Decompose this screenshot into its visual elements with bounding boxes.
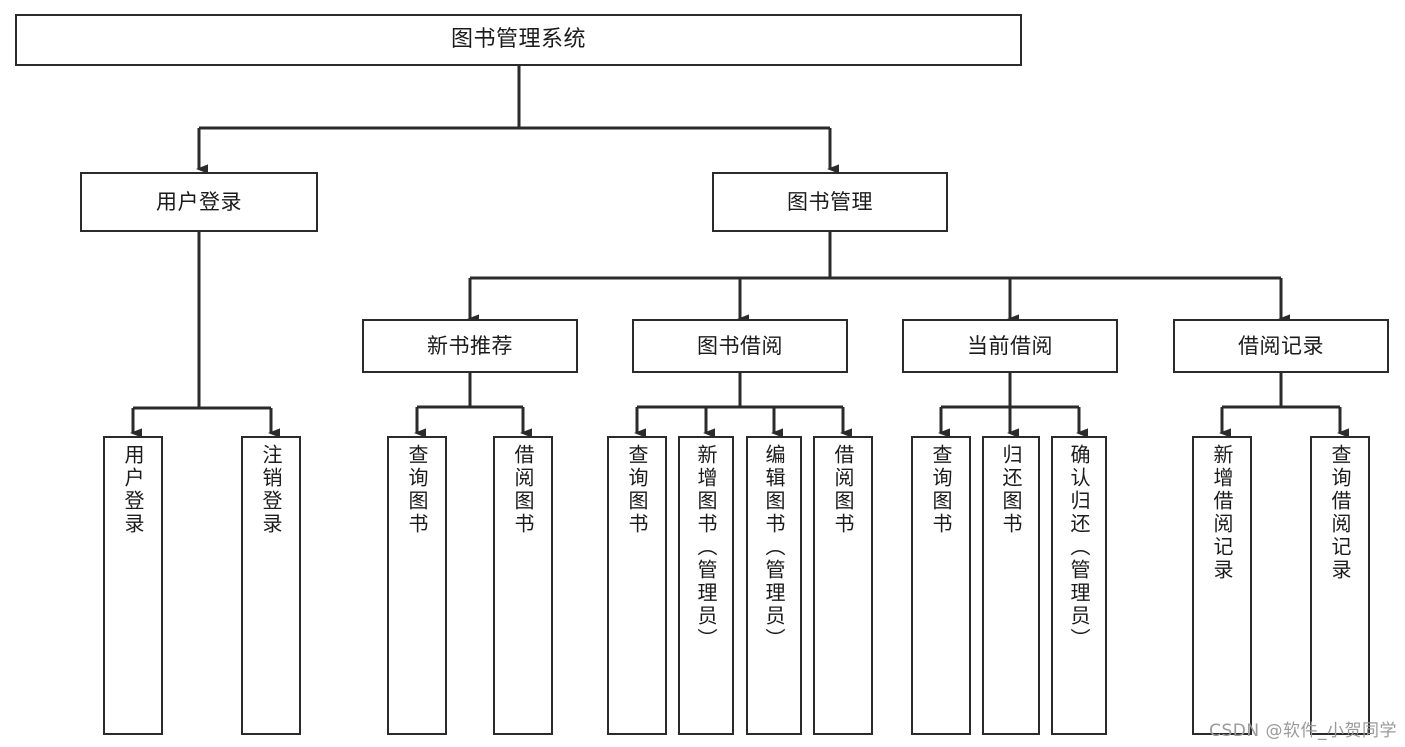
node-label: 确认归还（管理员） <box>1067 444 1091 651</box>
node-root-book-management-system[interactable]: 图书管理系统 <box>15 14 1022 66</box>
node-leaf-query-book-1[interactable]: 查询图书 <box>387 436 447 735</box>
node-label: 新增图书（管理员） <box>694 444 718 651</box>
node-new-book-recommend[interactable]: 新书推荐 <box>362 319 578 373</box>
node-book-management[interactable]: 图书管理 <box>712 172 948 232</box>
node-user-login[interactable]: 用户登录 <box>80 172 318 232</box>
node-label: 借阅图书 <box>831 444 855 536</box>
node-label: 借阅图书 <box>511 444 535 536</box>
node-current-borrow[interactable]: 当前借阅 <box>902 319 1118 373</box>
node-leaf-logout[interactable]: 注销登录 <box>241 436 301 735</box>
node-leaf-borrow-book-2[interactable]: 借阅图书 <box>813 436 873 735</box>
node-label: 新书推荐 <box>427 333 513 358</box>
node-label: 查询图书 <box>929 444 953 536</box>
node-leaf-query-book-2[interactable]: 查询图书 <box>607 436 667 735</box>
node-label: 图书管理 <box>787 189 873 214</box>
node-leaf-confirm-return[interactable]: 确认归还（管理员） <box>1051 436 1107 735</box>
node-leaf-return-book[interactable]: 归还图书 <box>982 436 1040 735</box>
node-label: 新增借阅记录 <box>1210 444 1234 582</box>
node-label: 借阅记录 <box>1238 333 1324 358</box>
node-leaf-query-book-3[interactable]: 查询图书 <box>911 436 971 735</box>
node-borrow-record[interactable]: 借阅记录 <box>1173 319 1389 373</box>
node-label: 查询借阅记录 <box>1328 444 1352 582</box>
node-label: 用户登录 <box>156 189 242 214</box>
node-leaf-add-record[interactable]: 新增借阅记录 <box>1192 436 1252 735</box>
node-book-borrow[interactable]: 图书借阅 <box>632 319 848 373</box>
node-label: 归还图书 <box>999 444 1023 536</box>
node-label: 注销登录 <box>259 444 283 536</box>
node-label: 编辑图书（管理员） <box>762 444 786 651</box>
node-leaf-edit-book[interactable]: 编辑图书（管理员） <box>746 436 802 735</box>
node-leaf-add-book[interactable]: 新增图书（管理员） <box>678 436 734 735</box>
node-leaf-query-record[interactable]: 查询借阅记录 <box>1310 436 1370 735</box>
node-leaf-user-login[interactable]: 用户登录 <box>103 436 163 735</box>
node-label: 查询图书 <box>625 444 649 536</box>
node-label: 图书借阅 <box>697 333 783 358</box>
node-leaf-borrow-book-1[interactable]: 借阅图书 <box>493 436 553 735</box>
node-label: 查询图书 <box>405 444 429 536</box>
node-label: 图书管理系统 <box>450 27 586 53</box>
node-label: 当前借阅 <box>967 333 1053 358</box>
node-label: 用户登录 <box>121 444 145 536</box>
